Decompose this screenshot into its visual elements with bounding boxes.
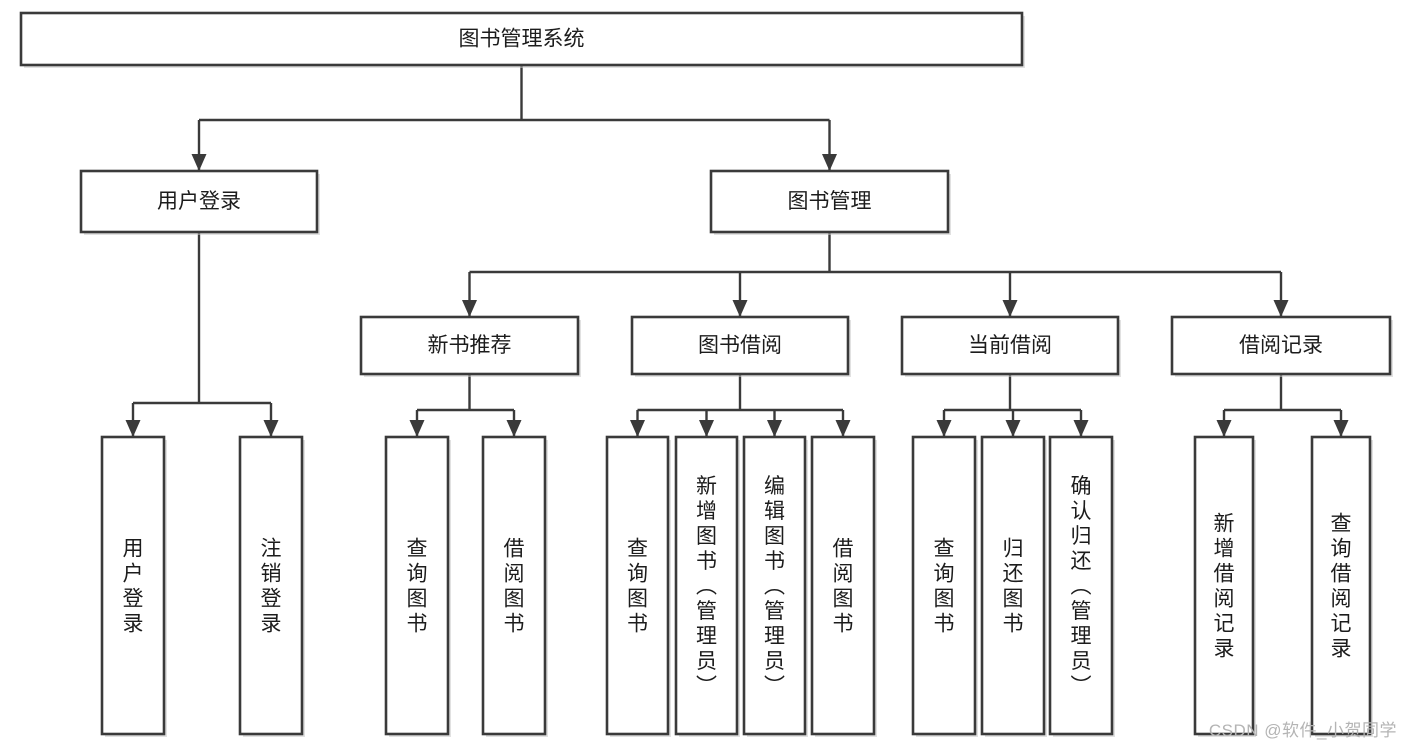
node-current-borrow[interactable]: 当前借阅 — [900, 315, 1121, 377]
diagram-nodes: 图书管理系统用户登录图书管理新书推荐图书借阅当前借阅借阅记录用户登录注销登录查询… — [19, 11, 1393, 737]
arrow-head-icon — [1005, 420, 1021, 437]
node-label: 注销登录 — [261, 538, 282, 636]
node-leaf-br-add-record[interactable]: 新增借阅记录 — [1193, 435, 1256, 737]
node-leaf-user-logout[interactable]: 注销登录 — [238, 435, 305, 737]
arrow-head-icon — [125, 420, 141, 437]
arrow-head-icon — [1216, 420, 1232, 437]
node-label: 查询图书 — [934, 538, 955, 636]
node-new-book-rec[interactable]: 新书推荐 — [359, 315, 581, 377]
node-label: 归还图书 — [1003, 538, 1024, 636]
node-book-manage[interactable]: 图书管理 — [709, 169, 951, 235]
node-label: 编辑图书︵管理员︶ — [764, 475, 785, 698]
node-label: 查询借阅记录 — [1331, 513, 1352, 661]
arrow-head-icon — [835, 420, 851, 437]
node-label: 借阅图书 — [833, 538, 854, 636]
node-borrow-record[interactable]: 借阅记录 — [1170, 315, 1393, 377]
node-label: 新书推荐 — [428, 334, 512, 357]
arrow-head-icon — [732, 300, 748, 317]
node-label: 图书借阅 — [698, 334, 782, 357]
node-label: 借阅记录 — [1239, 334, 1323, 357]
node-label: 查询图书 — [627, 538, 648, 636]
arrow-head-icon — [699, 420, 714, 437]
node-leaf-cb-return-book[interactable]: 归还图书 — [980, 435, 1047, 737]
arrow-head-icon — [462, 300, 477, 317]
arrow-head-icon — [1333, 420, 1349, 437]
arrow-head-icon — [1073, 420, 1089, 437]
node-book-borrow[interactable]: 图书借阅 — [630, 315, 851, 377]
arrow-head-icon — [822, 154, 837, 171]
node-leaf-cb-confirm-return[interactable]: 确认归还︵管理员︶ — [1048, 435, 1115, 737]
node-root-图书管理系统[interactable]: 图书管理系统 — [19, 11, 1025, 68]
node-label: 查询图书 — [407, 538, 428, 636]
arrow-head-icon — [630, 420, 645, 437]
node-label: 图书管理 — [788, 190, 872, 213]
node-label: 新增借阅记录 — [1214, 513, 1235, 661]
arrow-head-icon — [1273, 300, 1289, 317]
node-label: 新增图书︵管理员︶ — [696, 475, 717, 698]
node-leaf-user-login[interactable]: 用户登录 — [100, 435, 167, 737]
node-label: 用户登录 — [123, 538, 144, 636]
connector-edges — [125, 65, 1349, 437]
node-leaf-bb-borrow-book[interactable]: 借阅图书 — [810, 435, 877, 737]
node-label: 用户登录 — [157, 190, 241, 213]
arrow-head-icon — [191, 154, 207, 171]
arrow-head-icon — [1002, 300, 1018, 317]
arrow-head-icon — [506, 420, 522, 437]
arrow-head-icon — [936, 420, 952, 437]
arrow-head-icon — [409, 420, 425, 437]
arrow-head-icon — [263, 420, 279, 437]
node-label: 图书管理系统 — [459, 28, 585, 51]
node-leaf-bb-add-book[interactable]: 新增图书︵管理员︶ — [674, 435, 740, 737]
node-leaf-cb-query-book[interactable]: 查询图书 — [911, 435, 978, 737]
node-leaf-bb-query-book[interactable]: 查询图书 — [605, 435, 671, 737]
node-leaf-bb-edit-book[interactable]: 编辑图书︵管理员︶ — [742, 435, 808, 737]
arrow-head-icon — [767, 420, 782, 437]
node-user-login[interactable]: 用户登录 — [79, 169, 320, 235]
node-leaf-rec-query-book[interactable]: 查询图书 — [384, 435, 451, 737]
node-label: 确认归还︵管理员︶ — [1071, 475, 1092, 698]
node-leaf-rec-borrow-book[interactable]: 借阅图书 — [481, 435, 548, 737]
node-label: 当前借阅 — [968, 334, 1052, 357]
node-label: 借阅图书 — [504, 538, 525, 636]
node-leaf-br-query-record[interactable]: 查询借阅记录 — [1310, 435, 1373, 737]
